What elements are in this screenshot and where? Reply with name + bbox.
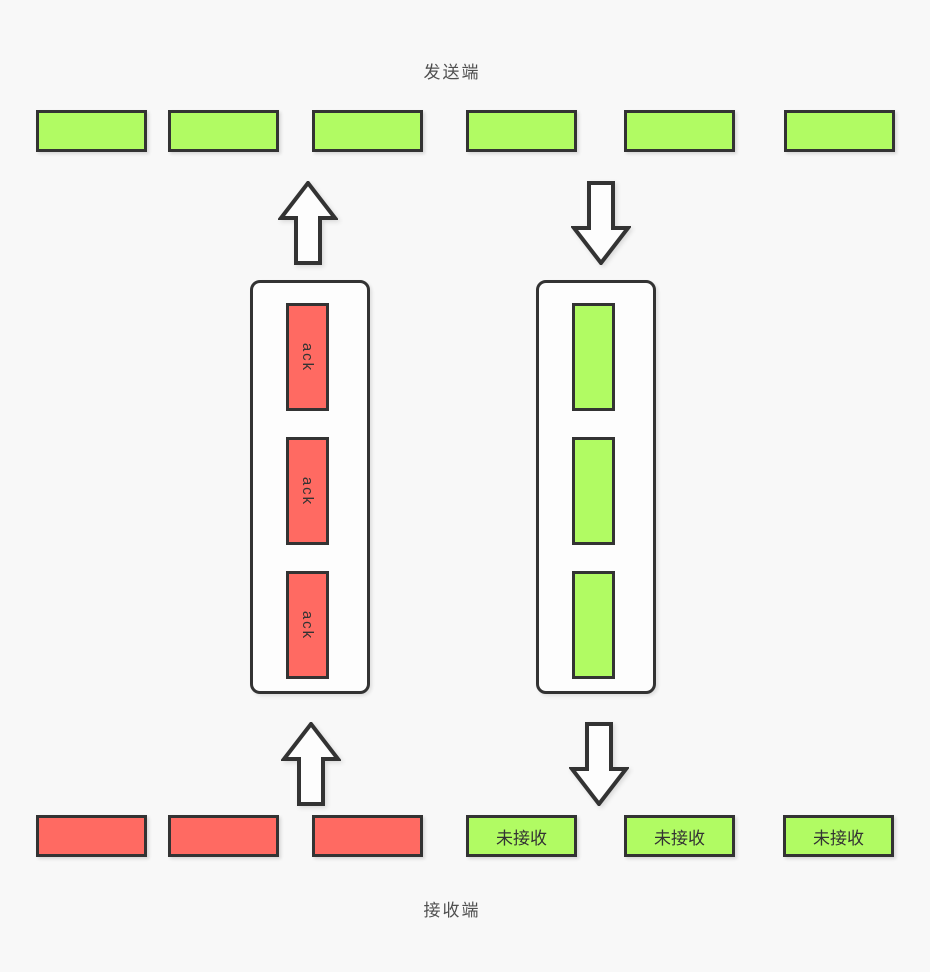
sender-packet	[168, 110, 279, 152]
not-received-packet: 未接收	[783, 815, 894, 857]
received-packet	[168, 815, 279, 857]
ack-packet-label: ack	[299, 342, 316, 372]
sender-packet	[36, 110, 147, 152]
arrow-up-icon	[278, 181, 338, 265]
received-packet	[312, 815, 423, 857]
arrow-down-icon	[569, 722, 629, 806]
receiver-label: 接收端	[423, 901, 481, 920]
sender-packet	[312, 110, 423, 152]
arrow-down-icon	[571, 181, 631, 265]
ack-packet: ack	[286, 303, 329, 411]
not-received-label: 未接收	[813, 828, 864, 848]
ack-packet-label: ack	[299, 610, 316, 640]
sender-label: 发送端	[423, 63, 481, 82]
arrow-up-icon	[281, 722, 341, 806]
received-packet	[36, 815, 147, 857]
data-packet	[572, 437, 615, 545]
sender-packet	[784, 110, 895, 152]
data-channel-pipe	[536, 280, 656, 694]
data-packet	[572, 571, 615, 679]
not-received-label: 未接收	[654, 828, 705, 848]
ack-channel-pipe: ack ack ack	[250, 280, 370, 694]
not-received-packet: 未接收	[624, 815, 735, 857]
not-received-label: 未接收	[496, 828, 547, 848]
ack-packet-label: ack	[299, 476, 316, 506]
ack-packet: ack	[286, 437, 329, 545]
not-received-packet: 未接收	[466, 815, 577, 857]
data-packet	[572, 303, 615, 411]
sender-packet	[624, 110, 735, 152]
sender-packet	[466, 110, 577, 152]
ack-packet: ack	[286, 571, 329, 679]
